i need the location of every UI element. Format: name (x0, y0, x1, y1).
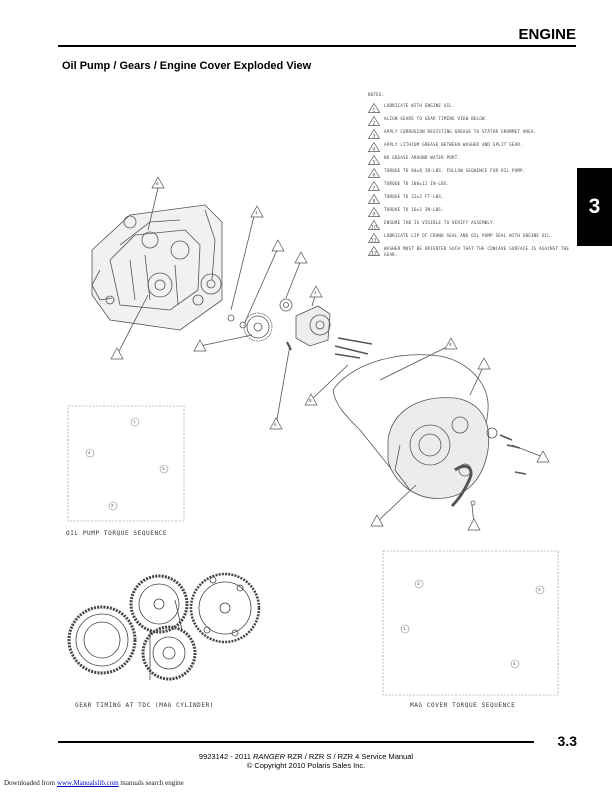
callout-gasket: 8 (309, 398, 312, 403)
mag-cover-caption: MAG COVER TORQUE SEQUENCE (410, 702, 516, 709)
notes-block: NOTES: 1 LUBRICATE WITH ENGINE OIL. 2 ALIGN… (368, 92, 583, 260)
note-text: NO GREASE AROUND WATER PORT. (384, 155, 461, 160)
note-number: 6 (372, 173, 375, 179)
note-number: 11 (371, 238, 377, 244)
engine-block-illustration (91, 204, 223, 331)
note-item: 7 TORQUE TO 108±12 IN-LBS. (368, 181, 583, 191)
crank-gear-illustration (200, 273, 222, 295)
note-number: 3 (372, 134, 375, 140)
note-text: LUBRICATE LIP OF CRANK SEAL AND OIL PUMP… (384, 233, 553, 238)
top-rule (58, 45, 576, 47)
note-item: 5 NO GREASE AROUND WATER PORT. (368, 155, 583, 165)
notes-list: 1 LUBRICATE WITH ENGINE OIL. 2 ALIGN GEARS … (368, 103, 583, 257)
note-number: 4 (372, 147, 375, 153)
warning-triangle-icon: 8 (368, 194, 380, 204)
callout-cover: 8 (449, 342, 452, 347)
note-number: 5 (372, 160, 375, 166)
warning-triangle-icon: 9 (368, 207, 380, 217)
footer-part-no: 9923142 - 2011 (198, 752, 251, 761)
note-text: TORQUE TO 22±2 FT-LBS. (384, 194, 444, 199)
oil-seq-4: 4 (88, 450, 91, 455)
warning-triangle-icon: 11 (368, 233, 380, 243)
callout-gear: 1 (255, 210, 258, 215)
chapter-number: 3 (588, 195, 601, 218)
warning-triangle-icon: 2 (368, 116, 380, 126)
note-item: 12 WASHER MUST BE ORIENTED SUCH THAT THE … (368, 246, 583, 257)
download-suffix: manuals search engine (120, 779, 184, 787)
oil-pump-illustration (279, 298, 331, 347)
note-text: TORQUE TO 108±12 IN-LBS. (384, 181, 450, 186)
note-text: APPLY CORROSION RESISTING GREASE TO STAT… (384, 129, 537, 134)
note-text: TORQUE TO 16±2 IN-LBS. (384, 207, 444, 212)
mag-cover-torque-box (382, 550, 559, 696)
note-text: APPLY LITHIUM GREASE BETWEEN WASHER AND … (384, 142, 523, 147)
mag-seq-3: 3 (417, 581, 420, 586)
note-item: 6 TORQUE TO 84±8 IN-LBS. FOLLOW SEQUENCE … (368, 168, 583, 178)
note-text: TORQUE TO 84±8 IN-LBS. FOLLOW SEQUENCE F… (384, 168, 526, 173)
page-number: 3.3 (557, 733, 577, 749)
callout-pump: 1 (314, 290, 317, 295)
note-item: 3 APPLY CORROSION RESISTING GREASE TO STA… (368, 129, 583, 139)
note-number: 9 (372, 212, 375, 218)
download-line: Downloaded from www.Manualslib.com manua… (4, 779, 184, 787)
chapter-tab[interactable]: 3 (577, 168, 612, 246)
footer-models: RZR / RZR S / RZR 4 Service Manual (287, 752, 414, 761)
note-number: 12 (371, 251, 377, 257)
note-text: WASHER MUST BE ORIENTED SUCH THAT THE CO… (384, 246, 570, 257)
page-heading: Oil Pump / Gears / Engine Cover Exploded… (62, 60, 312, 72)
note-number: 1 (372, 108, 375, 114)
callout-engine-block: 6 (156, 181, 159, 186)
note-number: 8 (372, 199, 375, 205)
oil-pump-gear-illustration (243, 312, 273, 342)
note-text: ENSURE TAB IS VISIBLE TO VERIFY ASSEMBLY… (384, 220, 496, 225)
warning-triangle-icon: 3 (368, 129, 380, 139)
oil-pump-caption: OIL PUMP TORQUE SEQUENCE (66, 530, 168, 537)
note-item: 1 LUBRICATE WITH ENGINE OIL. (368, 103, 583, 113)
manualslib-link[interactable]: www.Manualslib.com (56, 779, 119, 787)
warning-triangle-icon: 12 (368, 246, 380, 256)
note-item: 2 ALIGN GEARS TO GEAR TIMING VIEW BELOW. (368, 116, 583, 126)
footer-model-italic: RANGER (253, 752, 286, 761)
footer: 9923142 - 2011 RANGER RZR / RZR S / RZR … (0, 752, 612, 770)
gear-timing-caption: GEAR TIMING AT TDC (MAG CYLINDER) (75, 702, 215, 709)
note-text: ALIGN GEARS TO GEAR TIMING VIEW BELOW. (384, 116, 488, 121)
note-item: 8 TORQUE TO 22±2 FT-LBS. (368, 194, 583, 204)
gear-timing-illustration (67, 572, 261, 681)
note-text: LUBRICATE WITH ENGINE OIL. (384, 103, 455, 108)
note-item: 11 LUBRICATE LIP OF CRANK SEAL AND OIL PU… (368, 233, 583, 243)
note-number: 10 (371, 225, 377, 231)
note-item: 4 APPLY LITHIUM GREASE BETWEEN WASHER AND… (368, 142, 583, 152)
note-number: 2 (372, 121, 375, 127)
oil-pump-torque-box (67, 405, 185, 522)
section-title: ENGINE (518, 26, 576, 43)
warning-triangle-icon: 7 (368, 181, 380, 191)
notes-heading: NOTES: (368, 92, 385, 97)
engine-cover-illustration (387, 397, 527, 508)
footer-line-1: 9923142 - 2011 RANGER RZR / RZR S / RZR … (0, 752, 612, 761)
oil-seq-3: 3 (162, 466, 165, 471)
callout-bolt: 6 (274, 422, 277, 427)
mag-seq-4: 4 (513, 661, 516, 666)
download-prefix: Downloaded from (4, 779, 56, 787)
mag-seq-1: 1 (403, 626, 406, 631)
note-item: 9 TORQUE TO 16±2 IN-LBS. (368, 207, 583, 217)
bottom-rule (58, 741, 534, 743)
mag-seq-2: 2 (538, 587, 541, 592)
oil-seq-1: 1 (133, 419, 136, 424)
warning-triangle-icon: 1 (368, 103, 380, 113)
oil-seq-2: 2 (111, 503, 114, 508)
warning-triangle-icon: 6 (368, 168, 380, 178)
warning-triangle-icon: 5 (368, 155, 380, 165)
warning-triangle-icon: 4 (368, 142, 380, 152)
warning-triangle-icon: 10 (368, 220, 380, 230)
note-number: 7 (372, 186, 375, 192)
footer-copyright: © Copyright 2010 Polaris Sales Inc. (246, 761, 366, 770)
note-item: 10 ENSURE TAB IS VISIBLE TO VERIFY ASSEMB… (368, 220, 583, 230)
